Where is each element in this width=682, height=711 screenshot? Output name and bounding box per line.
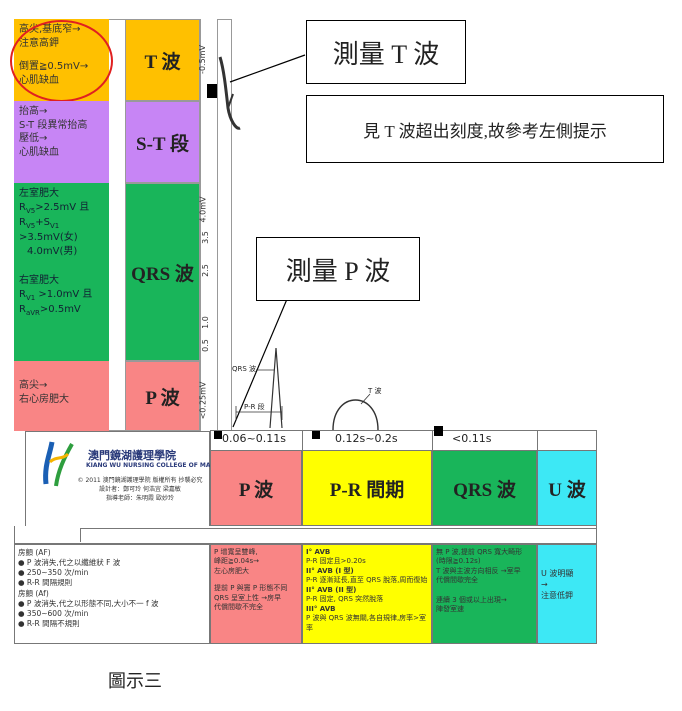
p-notes: 高尖→ 右心房肥大 — [14, 361, 109, 431]
u-wave-findings: U 波明顯 → 注意低鉀 — [537, 544, 597, 644]
p-wave-header: P 波 — [210, 450, 302, 526]
college-name-cn: 澳門鏡湖護理學院 — [88, 449, 176, 462]
measure-p-callout: 測量 P 波 — [256, 237, 420, 301]
pr-interval-findings: I° AVB P-R 固定且>0.20s II° AVB (I 型) P-R 逐… — [302, 544, 432, 644]
measure-t-callout: 測量 T 波 — [306, 20, 466, 84]
qrs-duration: <0.11s — [452, 432, 492, 445]
duration-divider-2 — [432, 430, 433, 450]
t-wave-note: 見 T 波超出刻度,故參考左側提示 — [306, 95, 664, 163]
st-segment-label: S-T 段 — [125, 101, 200, 183]
pr-segment-label: P-R 段 — [244, 403, 265, 411]
af-notes: 房顫 (AF) ● P 波消失,代之以纖維狀 F 波 ● 250~350 次/m… — [14, 544, 210, 644]
spacer-inner — [80, 528, 597, 542]
scale-column — [200, 19, 218, 431]
college-name-en: KIANG WU NURSING COLLEGE OF MACAU — [86, 462, 225, 469]
p-wave-findings: P 增寬呈雙峰, 峰距≧0.04s→ 左心房肥大 提前 P 與竇 P 形態不同 … — [210, 544, 302, 644]
p-wave-label: P 波 — [125, 361, 200, 431]
qrs-findings: 無 P 波,提前 QRS 寬大畸形 (時限≧0.12s) T 波與主波方向相反 … — [432, 544, 537, 644]
qrs-duration-marker — [434, 426, 443, 436]
qrs-waveform-label: QRS 波 — [232, 365, 257, 373]
pr-duration: 0.12s~0.2s — [335, 432, 398, 445]
spacer-band — [14, 526, 597, 544]
figure-caption: 圖示三 — [108, 671, 162, 691]
st-notes: 抬高→ S-T 段異常抬高 壓低→ 心肌缺血 — [14, 101, 109, 183]
credits: © 2011 澳門鏡湖護理學院 版權所有 抄襲必究 設計者：鄭可玲 何浩宜 梁嘉… — [77, 477, 203, 502]
t-marker — [207, 84, 217, 98]
qrs-wave-label: QRS 波 — [125, 183, 200, 361]
t-wave-label: T 波 — [125, 19, 200, 101]
pr-interval-header: P-R 間期 — [302, 450, 432, 526]
pr-duration-marker — [312, 431, 320, 439]
left-flap — [14, 431, 26, 527]
duration-divider-1 — [302, 430, 303, 450]
duration-row — [210, 430, 597, 450]
qrs-wave-header: QRS 波 — [432, 450, 537, 526]
t-waveform-label: T 波 — [368, 387, 382, 395]
college-logo-icon — [43, 441, 74, 487]
p-duration: 0.06~0.11s — [222, 432, 286, 445]
duration-divider-3 — [537, 430, 538, 450]
p-duration-marker — [214, 431, 222, 439]
u-wave-header: U 波 — [537, 450, 597, 526]
qrs-notes: 左室肥大 RV5>2.5mV 且 RV5+SV1 >3.5mV(女) 4.0mV… — [14, 183, 109, 361]
